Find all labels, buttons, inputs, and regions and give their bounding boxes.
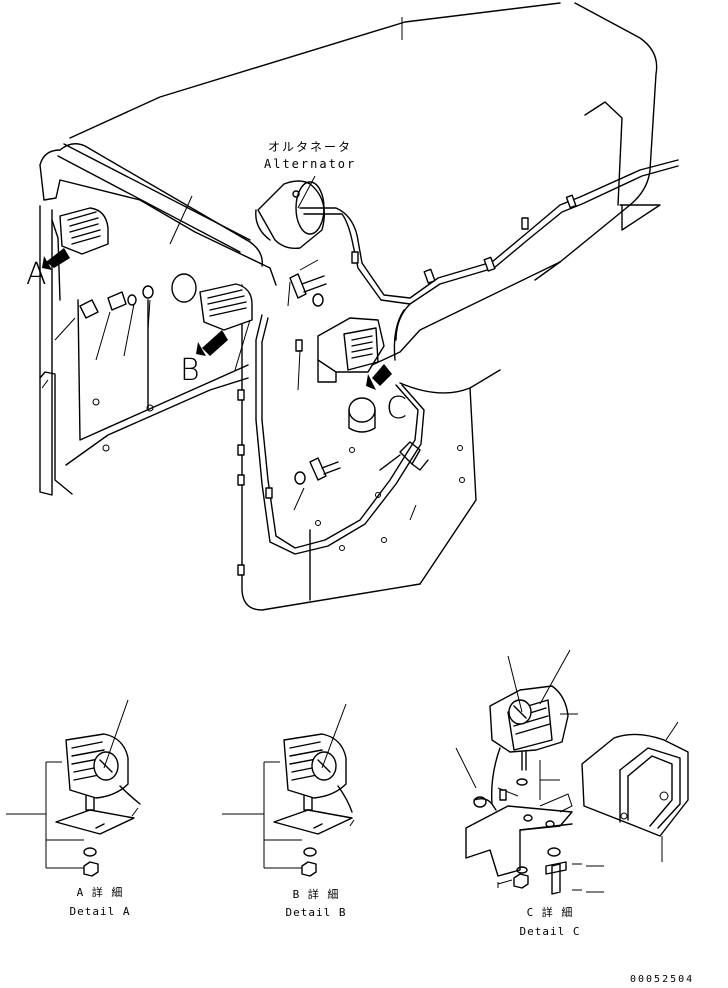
alternator — [255, 180, 325, 250]
view-label-c: C — [386, 391, 407, 426]
detail-c-caption-en: Detail C — [519, 925, 581, 938]
worklamp-c — [317, 317, 392, 433]
view-label-b: B — [180, 353, 200, 388]
alternator-label-jp: オルタネータ — [268, 140, 353, 154]
detail-b-caption-jp: B 詳 細 — [292, 888, 340, 901]
detail-a-lamp — [6, 699, 141, 877]
detail-a-caption-jp: A 詳 細 — [76, 886, 124, 899]
rear-bumper-rail — [57, 143, 251, 253]
leader-lines-main — [41, 17, 417, 521]
connector-c — [379, 441, 429, 471]
detail-a-caption-en: Detail A — [69, 905, 131, 918]
drawing-number: 00052504 — [630, 974, 695, 985]
detail-b-caption-en: Detail B — [285, 906, 347, 919]
wiring-harness — [255, 159, 679, 555]
detail-c-assembly — [455, 649, 604, 895]
bolt-washer-set — [79, 273, 341, 485]
view-label-a: A — [26, 257, 47, 292]
detail-c-cover — [539, 721, 689, 862]
detail-b-lamp — [222, 703, 355, 877]
cab-rear-panel — [39, 205, 249, 496]
worklamp-a — [42, 207, 109, 270]
alternator-label-en: Alternator — [264, 157, 357, 171]
detail-c-caption-jp: C 詳 細 — [526, 906, 574, 919]
cab-side-panel — [92, 284, 477, 611]
worklamp-b — [171, 273, 253, 356]
